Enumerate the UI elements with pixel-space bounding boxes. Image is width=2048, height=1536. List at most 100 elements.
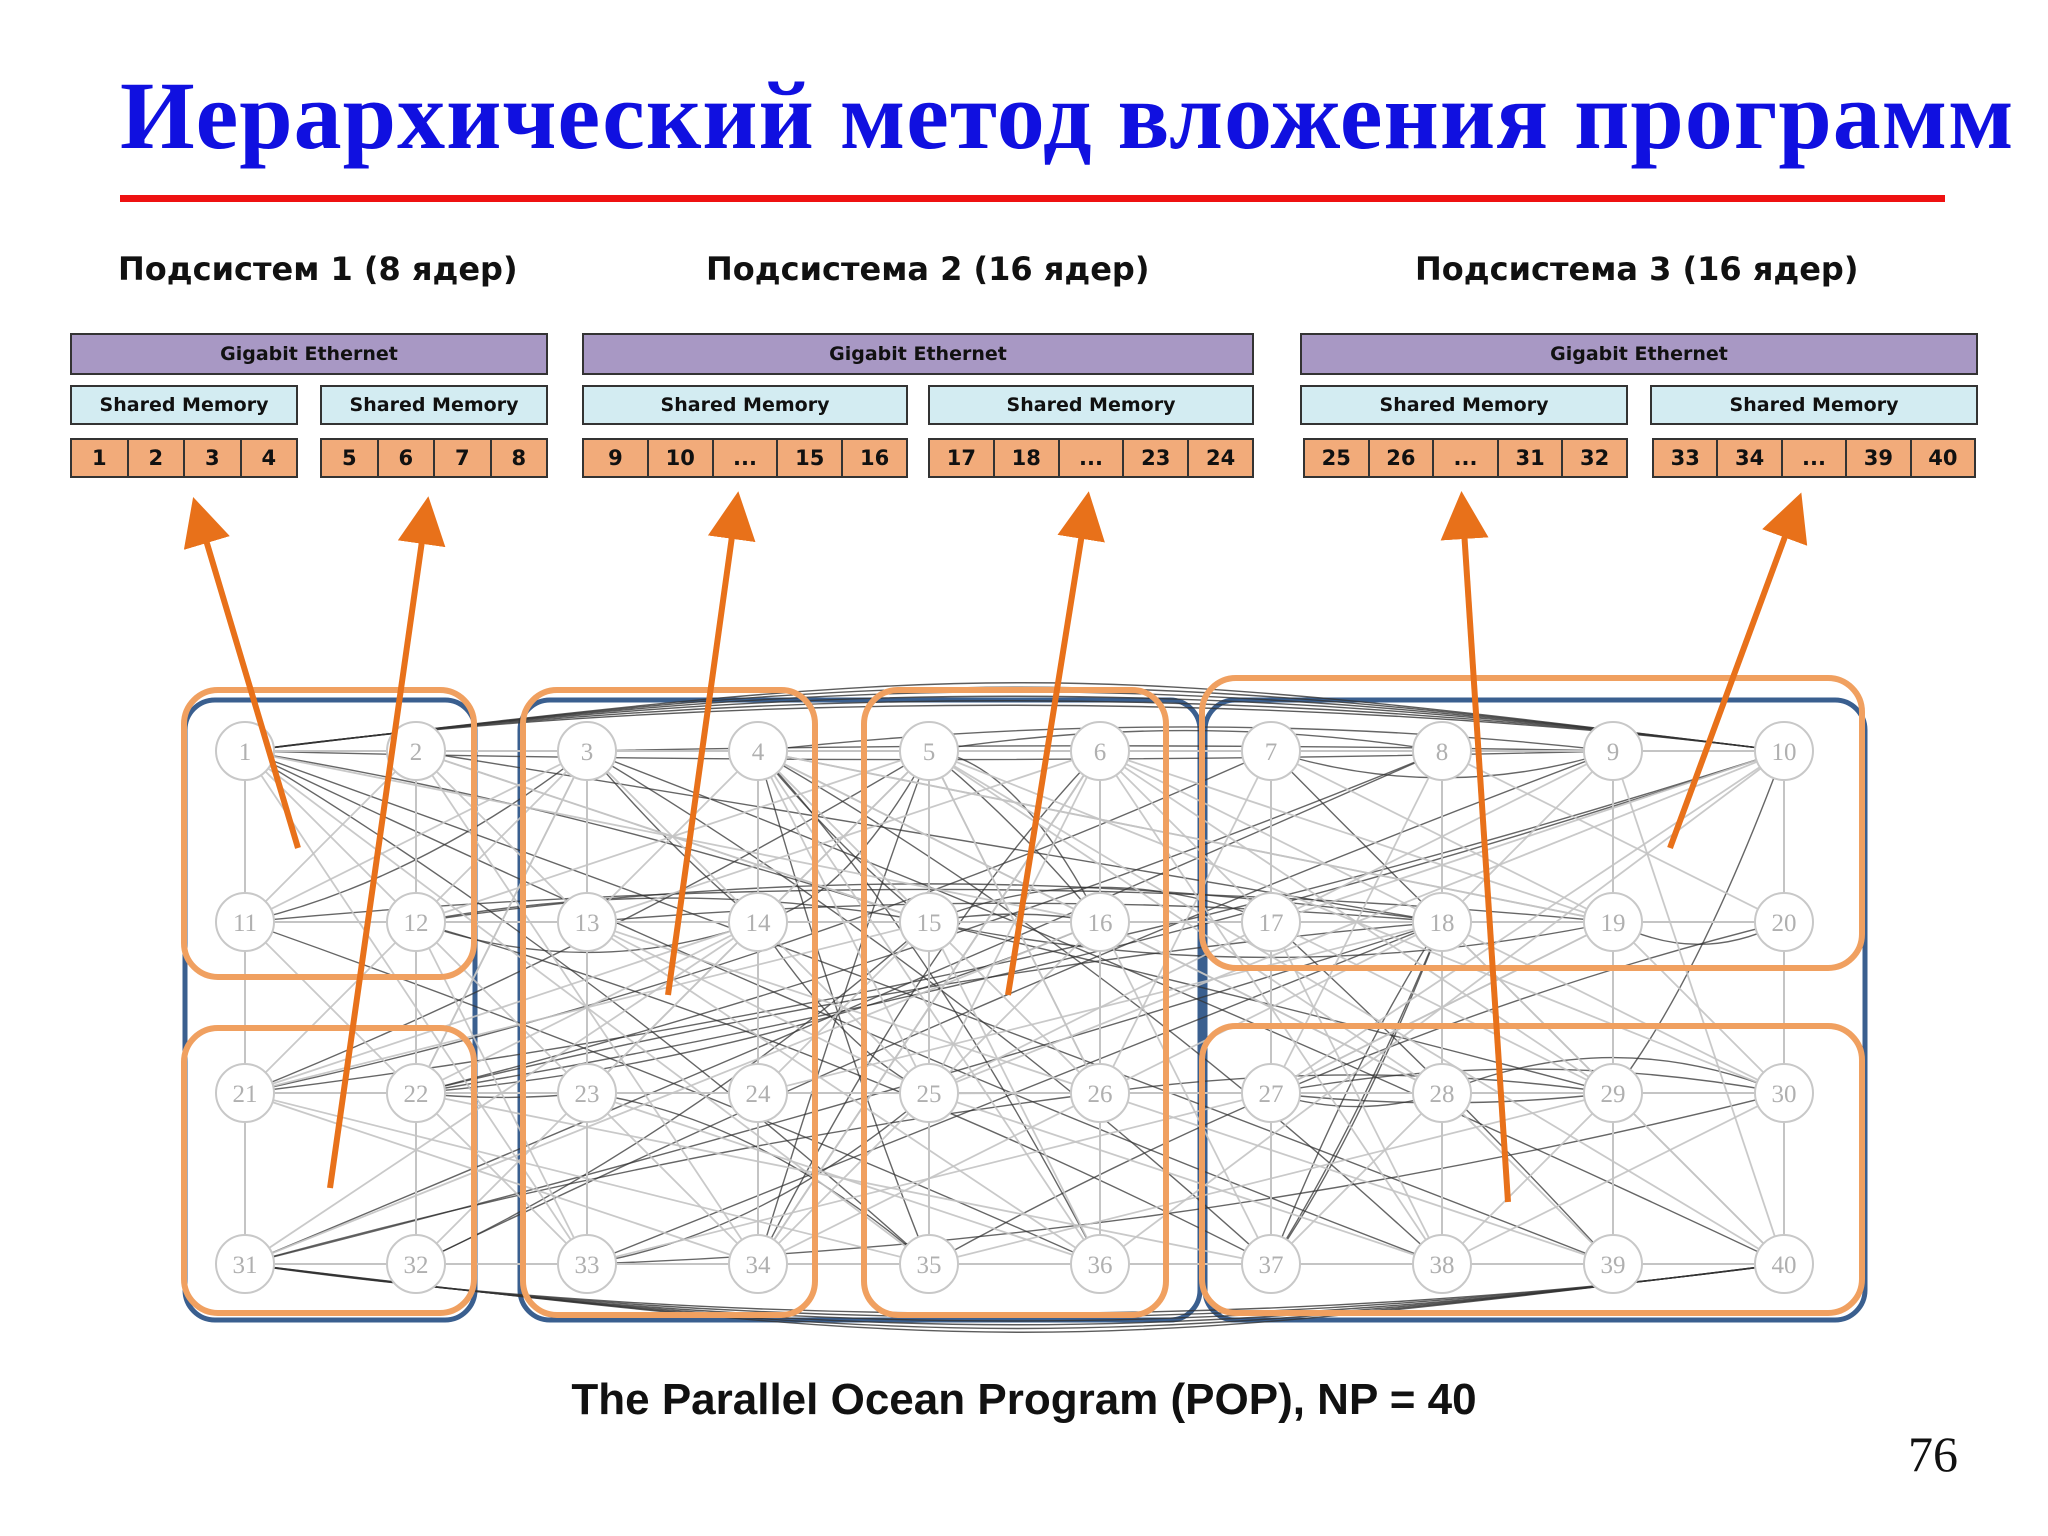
mapping-arrow bbox=[1440, 491, 1511, 1203]
mapping-arrow bbox=[665, 491, 756, 996]
graph-node bbox=[1412, 892, 1472, 952]
graph-node-label: 4 bbox=[752, 739, 765, 766]
graph-node-label: 39 bbox=[1601, 1252, 1626, 1279]
subsystem-3-node-2-memory: Shared Memory bbox=[1650, 385, 1978, 425]
graph-node bbox=[899, 1234, 959, 1294]
graph-edge bbox=[244, 921, 1101, 1265]
graph-edge bbox=[244, 750, 588, 923]
graph-node bbox=[1412, 721, 1472, 781]
cluster-frame bbox=[1202, 697, 1868, 1323]
graph-node-label: 20 bbox=[1772, 910, 1797, 937]
graph-node bbox=[899, 721, 959, 781]
core-cell: 9 bbox=[584, 440, 649, 476]
core-cell: ... bbox=[1783, 440, 1848, 476]
graph-node-label: 13 bbox=[575, 910, 600, 937]
core-cell: 34 bbox=[1718, 440, 1783, 476]
graph-edge bbox=[244, 750, 1443, 1265]
subsystem-1-heading: Подсистем 1 (8 ядер) bbox=[118, 250, 518, 288]
graph-edge bbox=[415, 897, 930, 923]
graph-node-label: 14 bbox=[746, 910, 772, 937]
graph-edge bbox=[415, 750, 930, 923]
graph-node-label: 12 bbox=[404, 910, 429, 937]
graph-node-label: 27 bbox=[1259, 1081, 1284, 1108]
graph-node-label: 7 bbox=[1265, 739, 1278, 766]
graph-node bbox=[215, 1234, 275, 1294]
graph-edge bbox=[757, 750, 930, 1265]
graph-edge bbox=[1270, 921, 1614, 1094]
graph-node bbox=[1241, 1063, 1301, 1123]
slide-title: Иерархический метод вложения программ bbox=[120, 62, 2015, 169]
graph-node bbox=[1070, 1234, 1130, 1294]
graph-node bbox=[1241, 721, 1301, 781]
graph-node bbox=[728, 892, 788, 952]
graph-edge bbox=[244, 921, 1443, 1265]
graph-edge bbox=[415, 1092, 1272, 1265]
mapping-group bbox=[1199, 1023, 1865, 1316]
graph-node-label: 6 bbox=[1094, 739, 1107, 766]
graph-edge bbox=[586, 921, 930, 1094]
subsystem-1-node-1-memory: Shared Memory bbox=[70, 385, 298, 425]
core-cell: 2 bbox=[129, 440, 185, 476]
graph-edge bbox=[244, 1092, 759, 1265]
subsystem-3-heading: Подсистема 3 (16 ядер) bbox=[1415, 250, 1859, 288]
graph-node bbox=[1070, 721, 1130, 781]
core-cell: 23 bbox=[1124, 440, 1190, 476]
subsystem-1-node-1-cores: 1 2 3 4 bbox=[70, 438, 298, 478]
graph-node-label: 5 bbox=[923, 739, 936, 766]
graph-node-label: 26 bbox=[1088, 1081, 1113, 1108]
core-cell: 8 bbox=[511, 446, 527, 470]
core-cell: 15 bbox=[778, 440, 844, 476]
graph-edge bbox=[1270, 750, 1785, 1094]
graph-node bbox=[1412, 1234, 1472, 1294]
graph-node bbox=[1070, 1063, 1130, 1123]
graph-node bbox=[899, 892, 959, 952]
graph-node bbox=[1754, 892, 1814, 952]
graph-node-label: 30 bbox=[1772, 1081, 1797, 1108]
graph-node-label: 17 bbox=[1259, 910, 1284, 937]
subsystem-3-node-2-cores: 33 34 ... 39 40 bbox=[1652, 438, 1976, 478]
graph-node-label: 24 bbox=[746, 1081, 772, 1108]
mapping-group bbox=[1199, 675, 1865, 971]
graph-node-label: 11 bbox=[233, 910, 257, 937]
core-cell: 10 bbox=[649, 440, 714, 476]
graph-edge bbox=[928, 1092, 1614, 1265]
graph-node bbox=[1412, 1063, 1472, 1123]
graph-node-label: 25 bbox=[917, 1081, 942, 1108]
core-cell: 25 bbox=[1305, 440, 1370, 476]
graph-edge bbox=[586, 902, 1443, 923]
graph-node bbox=[215, 892, 275, 952]
graph-edge bbox=[928, 729, 1443, 752]
graph-edge bbox=[244, 750, 588, 1265]
graph-node bbox=[1241, 892, 1301, 952]
core-cell: ... bbox=[1434, 440, 1499, 476]
mapping-groups bbox=[181, 675, 1865, 1318]
graph-node bbox=[557, 892, 617, 952]
cluster-frame bbox=[182, 697, 478, 1323]
graph-edge bbox=[1612, 750, 1785, 1094]
graph-node bbox=[215, 721, 275, 781]
graph-edge bbox=[415, 750, 588, 1094]
graph-node-label: 36 bbox=[1088, 1252, 1113, 1279]
core-cell: 39 bbox=[1847, 440, 1912, 476]
mapping-group bbox=[520, 687, 818, 1318]
graph-edge bbox=[586, 750, 1101, 923]
subsystem-1-ethernet: Gigabit Ethernet bbox=[70, 333, 548, 375]
graph-node bbox=[728, 721, 788, 781]
cluster-frame bbox=[517, 697, 1203, 1323]
core-cell: 4 bbox=[261, 446, 277, 470]
graph-edge bbox=[244, 682, 1785, 752]
graph-edge bbox=[1099, 1074, 1614, 1094]
mapping-group bbox=[181, 687, 477, 980]
graph-node bbox=[1583, 1234, 1643, 1294]
graph-node-label: 8 bbox=[1436, 739, 1449, 766]
graph-edge bbox=[1099, 921, 1272, 1265]
graph-node bbox=[557, 1063, 617, 1123]
core-cell: 24 bbox=[1205, 446, 1236, 470]
graph-edge bbox=[928, 750, 1785, 1265]
graph-node bbox=[215, 1063, 275, 1123]
graph-node bbox=[386, 721, 446, 781]
core-cell: 6 bbox=[379, 440, 435, 476]
graph-edge bbox=[1441, 750, 1614, 923]
graph-node bbox=[899, 1063, 959, 1123]
subsystem-1-node-2-memory: Shared Memory bbox=[320, 385, 548, 425]
